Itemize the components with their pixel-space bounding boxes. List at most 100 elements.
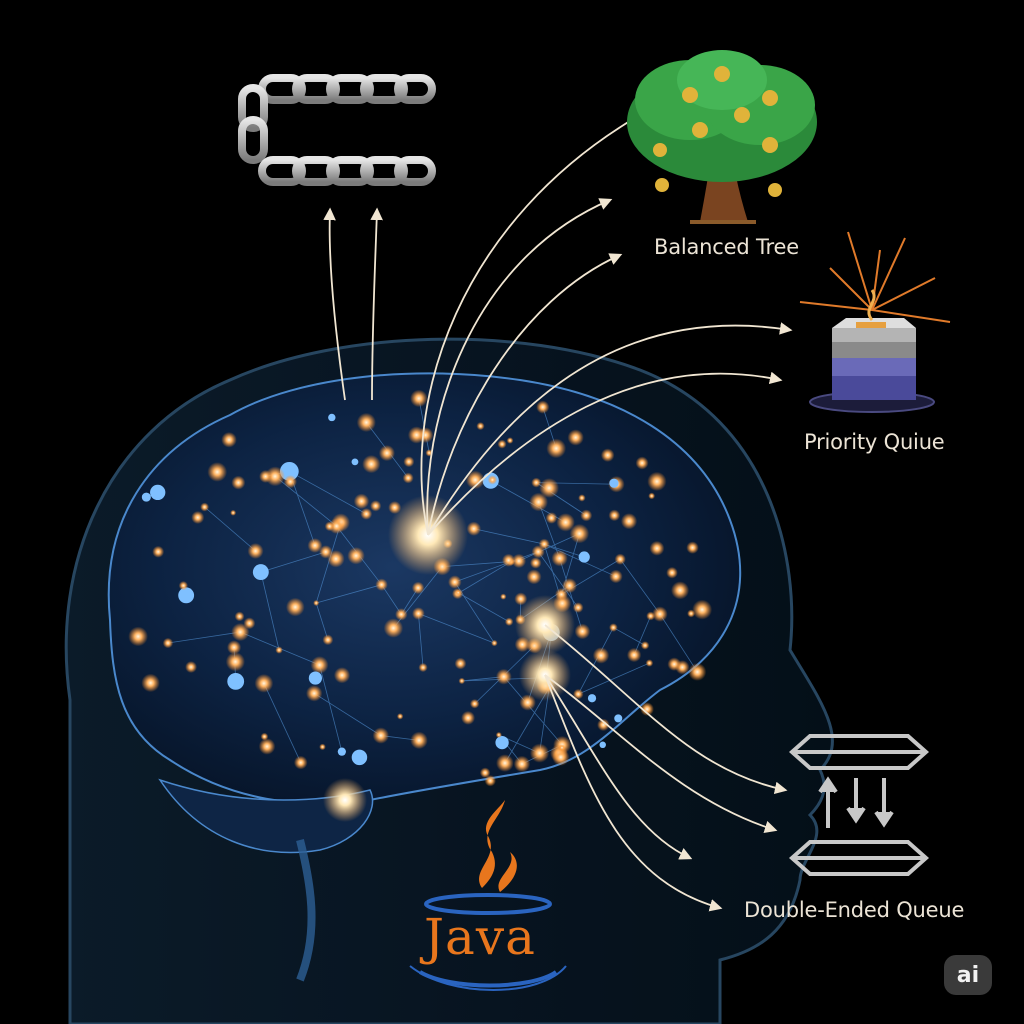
brain-node bbox=[322, 634, 334, 646]
brain-node bbox=[162, 637, 174, 649]
brain-node bbox=[671, 581, 690, 600]
brain-node bbox=[252, 564, 269, 581]
brain-node bbox=[572, 602, 584, 613]
brain-node bbox=[247, 543, 264, 559]
brain-node bbox=[466, 521, 482, 536]
brain-node bbox=[458, 677, 466, 685]
brain bbox=[107, 372, 742, 982]
brain-node bbox=[529, 557, 542, 569]
brain-node bbox=[513, 755, 531, 773]
brain-node bbox=[567, 429, 584, 446]
brain-node bbox=[418, 662, 428, 673]
connection-arrows bbox=[323, 113, 793, 912]
brain-node bbox=[347, 547, 365, 565]
brain-node bbox=[526, 569, 542, 585]
brain-node bbox=[128, 626, 148, 647]
brain-node bbox=[686, 541, 699, 554]
brain-node bbox=[479, 767, 491, 779]
brain-node bbox=[351, 458, 359, 466]
brain-node bbox=[328, 413, 336, 422]
brain-node bbox=[614, 714, 623, 723]
brain-node bbox=[495, 668, 512, 685]
brain-node bbox=[227, 640, 242, 655]
brain-node bbox=[351, 749, 368, 766]
brain-node bbox=[476, 422, 485, 431]
brain-node bbox=[536, 400, 550, 414]
brain-node bbox=[221, 432, 237, 448]
brain-node bbox=[600, 448, 615, 462]
brain-node bbox=[626, 647, 642, 663]
brain-node bbox=[578, 551, 590, 563]
brain-node bbox=[395, 608, 408, 621]
brain-node bbox=[609, 478, 619, 488]
brain-node bbox=[258, 738, 276, 755]
brain-node bbox=[412, 607, 425, 620]
brain-node bbox=[191, 510, 205, 524]
brain-node bbox=[645, 659, 654, 667]
brain-node bbox=[620, 513, 638, 530]
brain-node bbox=[506, 437, 514, 444]
brain-node bbox=[487, 475, 498, 485]
ai-badge[interactable]: ai bbox=[944, 955, 992, 995]
brain-node bbox=[360, 508, 373, 520]
brain-node bbox=[646, 611, 656, 621]
brain-node bbox=[259, 469, 273, 483]
brain-node bbox=[496, 754, 514, 772]
brain-node bbox=[308, 671, 322, 685]
brain-node bbox=[614, 553, 626, 565]
brain-node bbox=[231, 475, 246, 490]
brain-node bbox=[234, 611, 245, 622]
chain-icon bbox=[238, 74, 436, 186]
brain-node bbox=[319, 743, 326, 751]
brain-node bbox=[396, 713, 404, 720]
brain-node bbox=[580, 509, 593, 522]
brain-node bbox=[370, 500, 382, 512]
java-logo-text: Java bbox=[424, 908, 536, 966]
brain-node bbox=[574, 623, 591, 640]
brain-node bbox=[230, 509, 237, 516]
brain-node bbox=[375, 578, 388, 591]
java-logo bbox=[409, 800, 567, 991]
brain-node bbox=[578, 494, 586, 502]
brain-node bbox=[362, 455, 381, 474]
brain-node bbox=[207, 462, 228, 482]
brain-node bbox=[231, 623, 250, 642]
brain-node bbox=[599, 741, 606, 749]
brain-node bbox=[313, 599, 320, 606]
brain-node bbox=[411, 581, 425, 595]
brain-node bbox=[497, 439, 507, 449]
brain-node bbox=[647, 471, 667, 492]
brain-node bbox=[178, 580, 189, 591]
brain-node bbox=[667, 657, 681, 671]
brain-node bbox=[410, 731, 428, 750]
brain-node bbox=[283, 475, 297, 489]
brain-node bbox=[649, 540, 665, 556]
brain-node bbox=[465, 470, 485, 490]
brain-node bbox=[495, 735, 509, 750]
brain-node bbox=[461, 710, 476, 725]
brain-node bbox=[307, 538, 323, 553]
brain-node bbox=[569, 523, 590, 544]
brain-node bbox=[225, 652, 245, 672]
brain-node bbox=[200, 502, 210, 512]
brain-node bbox=[141, 673, 160, 693]
brain-node bbox=[333, 667, 351, 684]
brain-node bbox=[353, 493, 370, 509]
brain-node bbox=[403, 456, 415, 468]
brain-node bbox=[640, 641, 650, 650]
brain-node bbox=[310, 656, 329, 674]
brain-node bbox=[407, 426, 426, 444]
brain-node bbox=[608, 509, 621, 522]
brain-node bbox=[402, 472, 414, 484]
brain-node bbox=[551, 550, 568, 567]
brain-node bbox=[688, 662, 707, 681]
brain-node bbox=[666, 566, 678, 579]
brain-node bbox=[150, 484, 166, 501]
brain-node bbox=[356, 412, 376, 433]
brain-node bbox=[545, 512, 558, 524]
brain-node bbox=[227, 672, 245, 690]
brain-node bbox=[514, 592, 528, 606]
brain-node bbox=[692, 599, 713, 620]
brain-node bbox=[529, 743, 550, 763]
